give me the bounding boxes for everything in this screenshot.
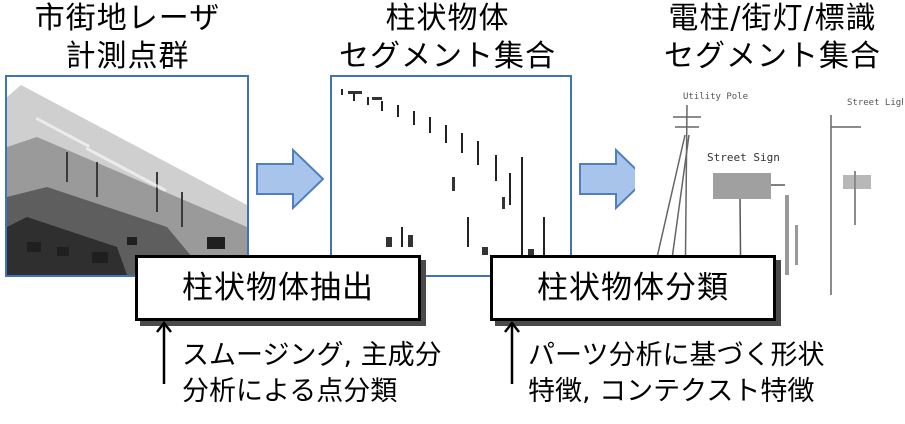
note-line-1: パーツ分析に基づく形状: [528, 340, 825, 371]
pole-extraction-step: 柱状物体抽出: [135, 255, 421, 321]
title-line-1: 柱状物体: [385, 1, 510, 36]
pole-classification-step: 柱状物体分類: [490, 255, 776, 321]
street-light-label: Street Light: [847, 98, 903, 108]
flow-arrow-1: [255, 148, 325, 210]
title-line-2: セグメント集合: [664, 39, 881, 74]
note-line-1: スムージング, 主成分: [182, 340, 442, 371]
classification-method-note: パーツ分析に基づく形状 特徴, コンテクスト特徴: [528, 338, 824, 410]
up-arrow-icon: [156, 320, 172, 386]
classified-segments-title: 電柱/街灯/標識 セグメント集合: [640, 0, 905, 76]
title-line-2: セグメント集合: [339, 39, 556, 74]
street-sign-label: Street Sign: [707, 151, 780, 164]
pole-segments-image: [330, 75, 572, 277]
up-arrow-icon: [504, 320, 520, 386]
note-line-2: 分析による点分類: [182, 376, 398, 407]
title-line-1: 市街地レーザ: [34, 1, 221, 36]
extraction-method-note: スムージング, 主成分 分析による点分類: [182, 338, 442, 410]
pole-segments-title: 柱状物体 セグメント集合: [325, 0, 570, 76]
flow-arrow-2: [578, 148, 648, 210]
note-line-2: 特徴, コンテクスト特徴: [528, 376, 815, 407]
title-line-1: 電柱/街灯/標識: [668, 1, 877, 36]
title-line-2: 計測点群: [65, 39, 190, 74]
point-cloud-image: [5, 75, 249, 277]
input-point-cloud-title: 市街地レーザ 計測点群: [0, 0, 255, 76]
utility-pole-label: Utility Pole: [683, 92, 748, 102]
